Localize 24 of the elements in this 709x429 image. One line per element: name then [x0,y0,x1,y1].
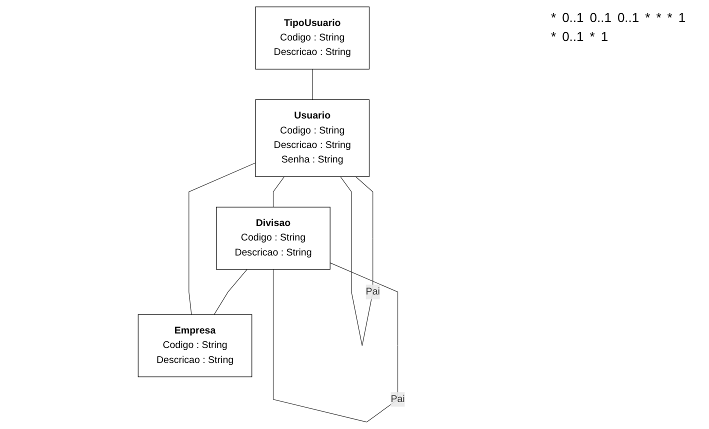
multiplicity-label: 1 [678,10,686,25]
multiplicity-label: * [551,10,556,25]
connector [272,176,285,208]
multiplicity-label: 0..1 [562,10,584,25]
connector [312,68,313,100]
multiplicity-label: 0..1 [617,10,640,25]
connector [272,262,398,422]
multiplicity-label: 0..1 [590,10,612,25]
multiplicity-label: * [551,29,556,44]
multiplicity-label: 0..1 [562,29,584,44]
multiplicity-label: 1 [600,29,608,44]
multiplicity-label: * [590,29,595,44]
node-box: Empresa Codigo : String Descricao : String [138,314,252,378]
multiplicity-label: * [667,10,672,25]
connector [340,176,374,346]
edge-label: Pai [366,286,380,297]
edge-label: Pai [390,394,405,404]
connector [188,162,256,315]
multiplicity-label: * [656,10,662,25]
node-box: Divisao Codigo : String Descricao : String [216,206,330,270]
connector [214,269,248,315]
node-box: Usuario Codigo : String Descricao : String Senha : String [255,99,370,177]
multiplicity-label: * [645,10,650,25]
node-box: TipoUsuario Codigo : String Descricao : String [255,6,370,70]
